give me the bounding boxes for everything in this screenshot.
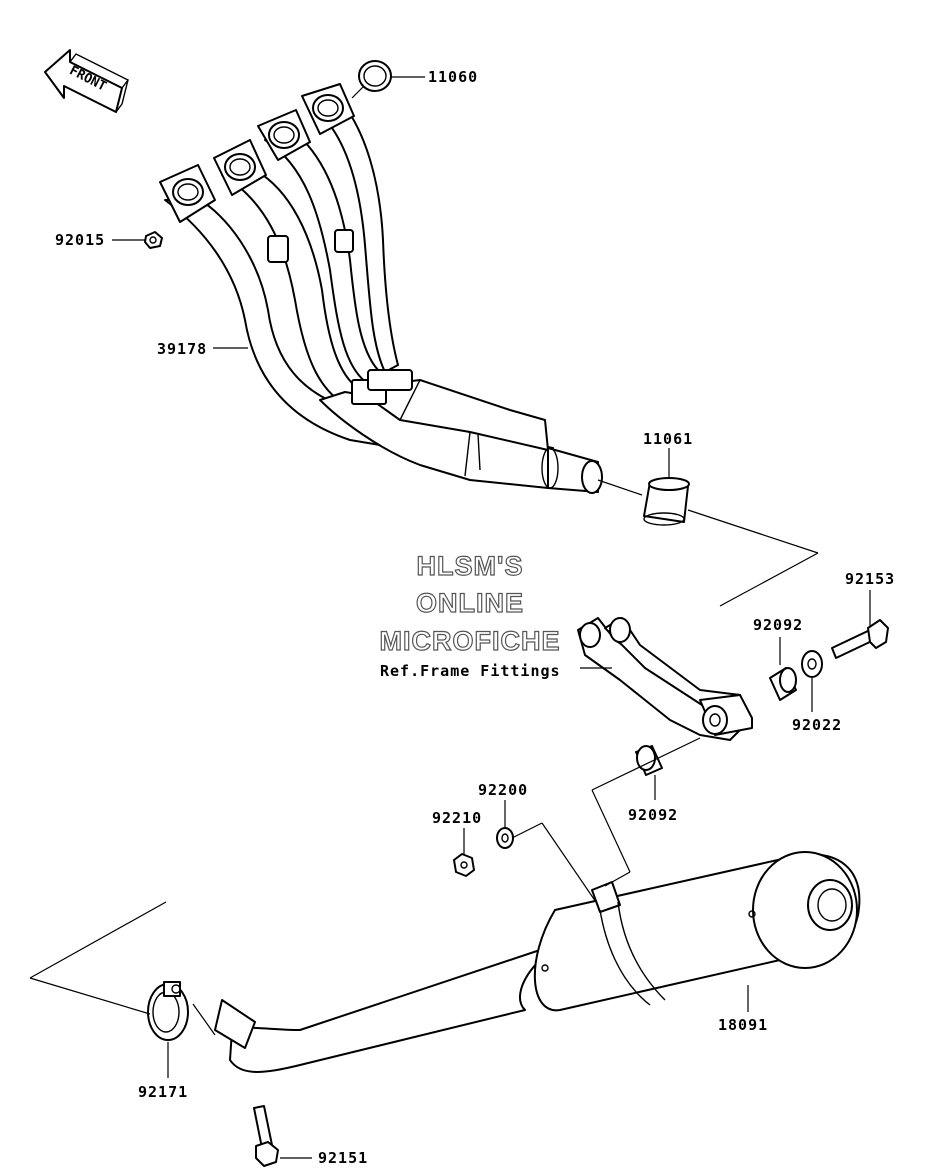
muffler-18091 xyxy=(214,851,861,1073)
part-number-label[interactable]: 11060 xyxy=(428,68,478,86)
clamp-92171 xyxy=(147,981,189,1041)
washer-92200 xyxy=(496,827,514,849)
flange-4 xyxy=(301,83,355,135)
leader-lines xyxy=(29,76,871,1159)
flange-3 xyxy=(257,109,311,161)
part-number-label[interactable]: 92022 xyxy=(792,716,842,734)
rubber-damper-92092-lower xyxy=(635,745,663,776)
part-number-label[interactable]: 92151 xyxy=(318,1149,368,1167)
watermark-line-2: ONLINE xyxy=(416,588,524,618)
nut-92210 xyxy=(453,853,475,877)
gasket-ring-11060 xyxy=(358,60,392,92)
nut-92015 xyxy=(144,231,163,249)
muffler-bracket xyxy=(577,617,753,741)
part-number-label[interactable]: 92171 xyxy=(138,1083,188,1101)
gasket-sleeve-11061 xyxy=(643,477,690,526)
part-number-label[interactable]: 39178 xyxy=(157,340,207,358)
bolt-92151 xyxy=(253,1105,279,1167)
watermark: HLSM'S ONLINE MICROFICHE xyxy=(379,550,561,656)
exhaust-header-39178 xyxy=(159,83,603,494)
watermark-line-3: MICROFICHE xyxy=(380,626,561,656)
part-number-label[interactable]: 92092 xyxy=(753,616,803,634)
part-number-label[interactable]: 18091 xyxy=(718,1016,768,1034)
reference-note: Ref.Frame Fittings xyxy=(380,662,561,680)
part-callouts: 11060 92015 39178 11061 92153 92092 9202… xyxy=(55,68,895,1167)
part-number-label[interactable]: 92153 xyxy=(845,570,895,588)
flange-1 xyxy=(159,164,216,223)
flange-2 xyxy=(213,139,267,196)
part-number-label[interactable]: 92210 xyxy=(432,809,482,827)
bolt-92153 xyxy=(831,619,889,659)
front-arrow-icon: FRONT xyxy=(44,49,130,113)
part-number-label[interactable]: 11061 xyxy=(643,430,693,448)
rubber-damper-92092-upper xyxy=(769,667,797,701)
part-number-label[interactable]: 92200 xyxy=(478,781,528,799)
part-number-label[interactable]: 92092 xyxy=(628,806,678,824)
part-number-label[interactable]: 92015 xyxy=(55,231,105,249)
watermark-line-1: HLSM'S xyxy=(417,551,524,581)
washer-92022 xyxy=(801,650,823,678)
